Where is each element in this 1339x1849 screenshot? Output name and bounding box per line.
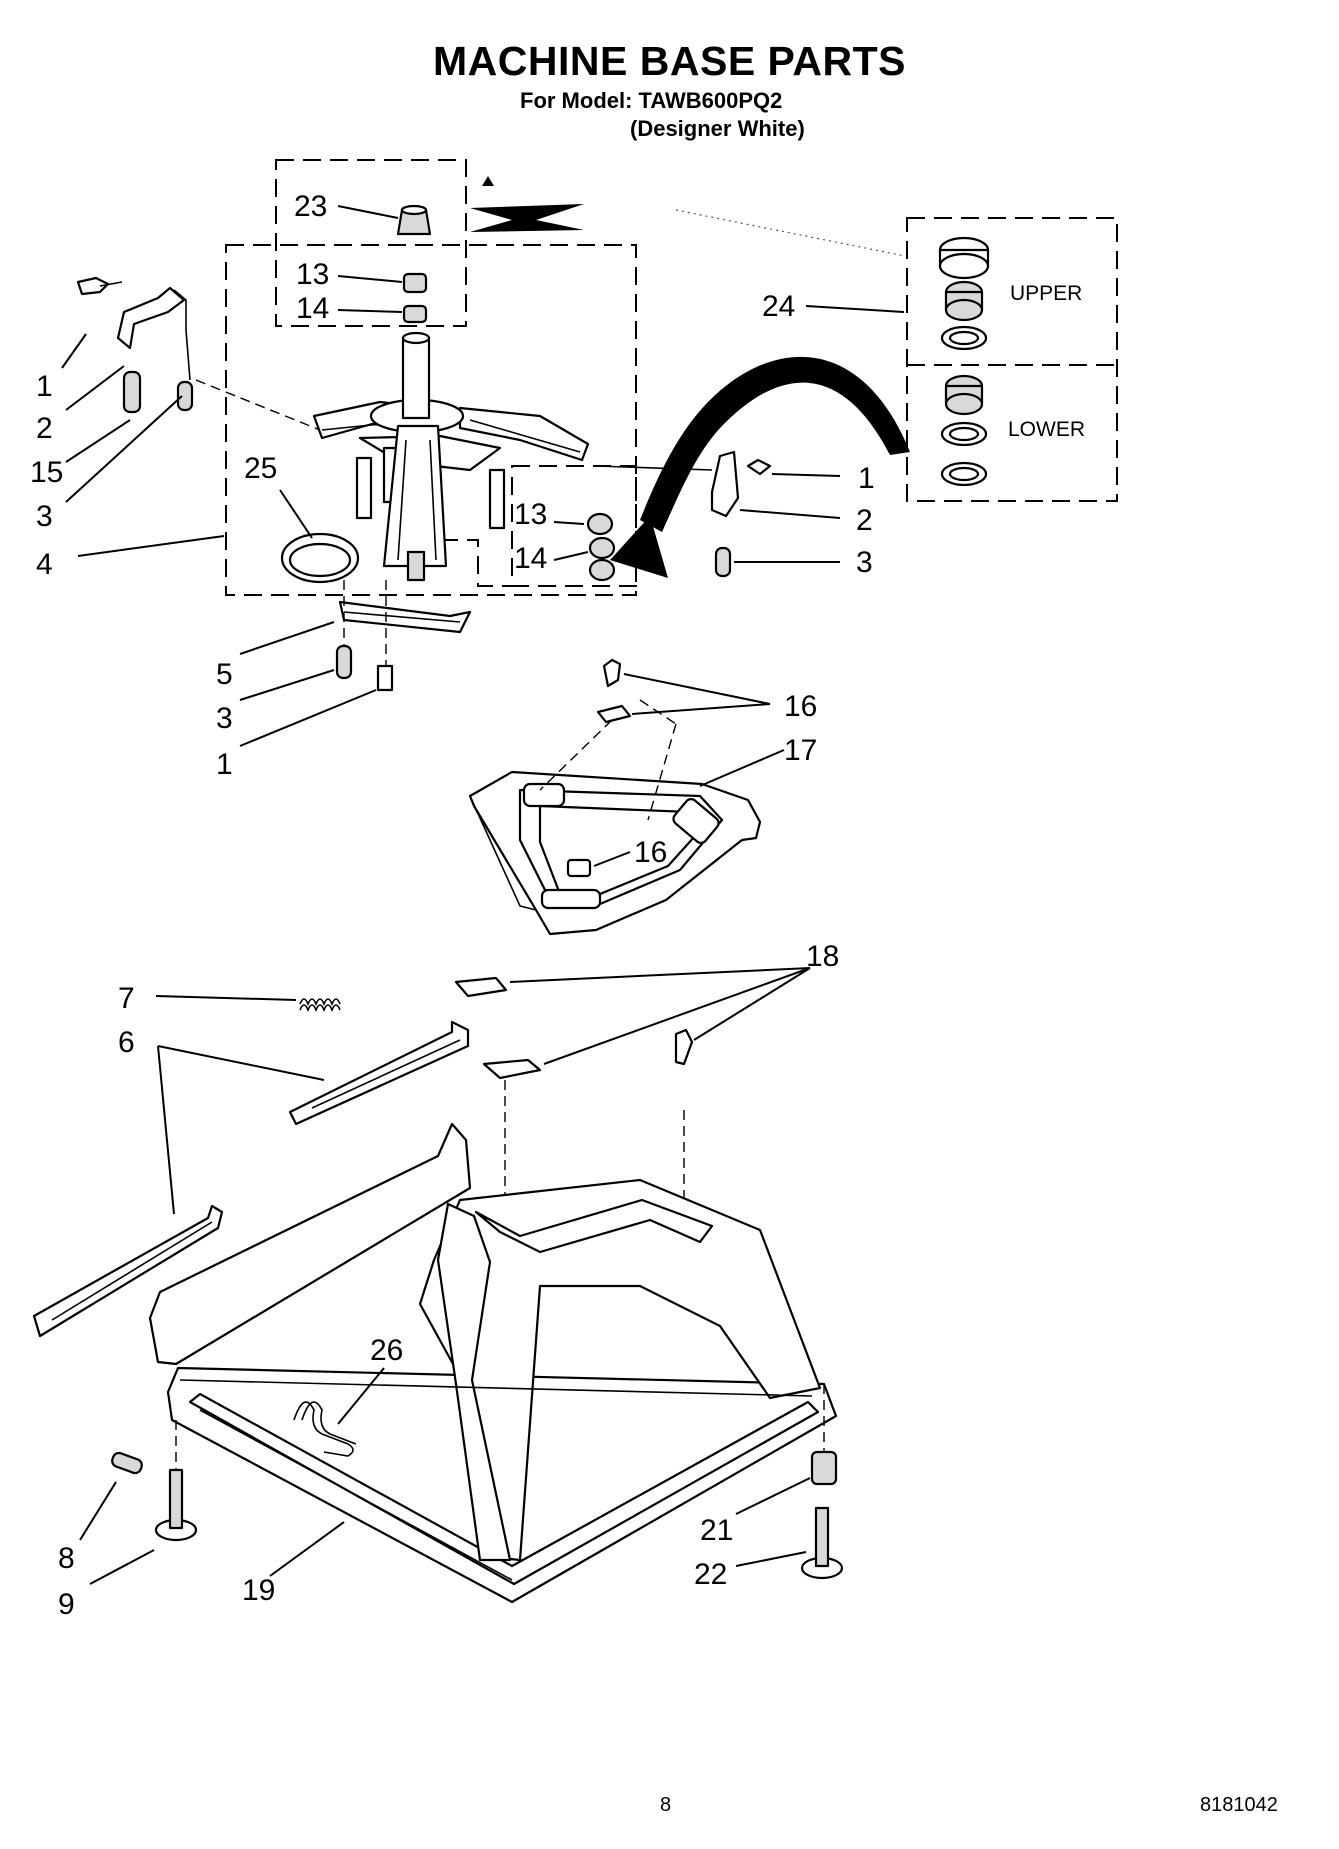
base-assembly-part	[312, 331, 590, 582]
callout-7: 7	[118, 982, 135, 1015]
callout-26: 26	[370, 1334, 403, 1367]
callout-4: 4	[36, 548, 53, 581]
callout-21: 21	[700, 1514, 733, 1547]
callout-3b: 3	[856, 546, 873, 579]
callout-19: 19	[242, 1574, 275, 1607]
callout-8: 8	[58, 1542, 75, 1575]
callout-25: 25	[244, 452, 277, 485]
model-line: For Model: TAWB600PQ2	[520, 88, 783, 113]
callout-17: 17	[784, 734, 817, 767]
color-line: (Designer White)	[630, 116, 805, 141]
callout-23: 23	[294, 190, 327, 223]
right-bracket-part	[595, 450, 772, 578]
callout-3c: 3	[216, 702, 233, 735]
kit-label-upper: UPPER	[1010, 282, 1082, 305]
callout-24: 24	[762, 290, 795, 323]
document-number: 8181042	[1200, 1794, 1278, 1816]
callout-2b: 2	[856, 504, 873, 537]
arrow-to-cap-icon	[470, 204, 584, 232]
lower-strap-part	[335, 580, 472, 692]
callout-6: 6	[118, 1026, 135, 1059]
callout-9: 9	[58, 1588, 75, 1621]
triangle-icon	[482, 176, 494, 186]
snubber-stack-part	[586, 512, 616, 582]
callout-18: 18	[806, 940, 839, 973]
callout-13b: 13	[514, 498, 547, 531]
side-bracket-part	[32, 1020, 470, 1338]
callout-16b: 16	[634, 836, 667, 869]
callout-1c: 1	[216, 748, 233, 781]
callout-14: 14	[296, 292, 329, 325]
suspension-frame-part	[468, 770, 762, 936]
curved-arrow-head-icon	[610, 516, 668, 578]
callout-5: 5	[216, 658, 233, 691]
callout-1: 1	[36, 370, 53, 403]
kit-label-lower: LOWER	[1008, 418, 1085, 441]
callout-15: 15	[30, 456, 63, 489]
callout-22: 22	[694, 1558, 727, 1591]
page-number: 8	[660, 1794, 672, 1816]
bearing-cap-part	[396, 204, 432, 236]
callout-14b: 14	[514, 542, 547, 575]
callout-16: 16	[784, 690, 817, 723]
friction-pad-part	[539, 658, 677, 878]
ring-seal-part	[280, 532, 360, 584]
callout-3: 3	[36, 500, 53, 533]
dashed-group-boxes	[225, 159, 1118, 596]
callout-13: 13	[296, 258, 329, 291]
callout-2: 2	[36, 412, 53, 445]
page-title: MACHINE BASE PARTS	[433, 38, 906, 84]
leveling-leg-part	[111, 1384, 844, 1580]
left-bracket-part	[76, 276, 321, 431]
spring-part	[299, 998, 341, 1013]
callout-1b: 1	[858, 462, 875, 495]
callout-labels: 1 2 15 3 4 25 23 13 14 24 13 14 1 2 3 5 …	[30, 190, 875, 1621]
large-curved-arrow-icon	[640, 356, 910, 532]
leader-lines	[61, 205, 905, 1585]
wire-clip-part	[293, 1401, 357, 1457]
bushing-part	[402, 272, 428, 324]
bearing-kit-part	[938, 236, 990, 487]
base-frame-part	[148, 1122, 838, 1604]
